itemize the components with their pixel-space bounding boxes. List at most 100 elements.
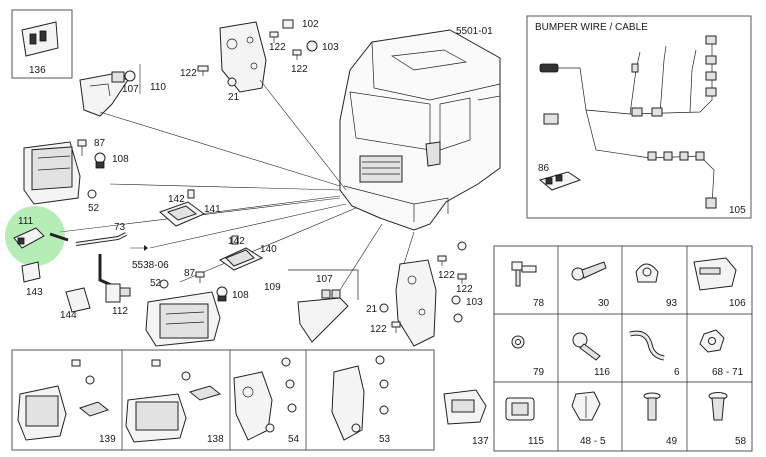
- screw-122-top: [269, 31, 279, 43]
- bulb-142-lower: [231, 235, 239, 245]
- corner-deflector-bracket: [219, 21, 267, 93]
- part-label-136: 136: [29, 65, 46, 76]
- part-label-52-right: 52: [150, 278, 162, 289]
- part-label-106: 106: [729, 298, 746, 309]
- cover-144: [65, 287, 91, 313]
- part-label-107-lower: 107: [316, 274, 333, 285]
- part-label-122-left: 122: [180, 68, 197, 79]
- corner-trim-110: [79, 70, 136, 117]
- wiring-harness: [539, 35, 717, 209]
- nut-68-71: [699, 329, 725, 353]
- part-label-54: 54: [288, 434, 300, 445]
- part-label-122-right-a: 122: [438, 270, 455, 281]
- connector-bracket-136: [21, 21, 59, 57]
- pump-112: [105, 283, 131, 303]
- clip-52-right: [159, 279, 169, 289]
- washer-pipe: [98, 254, 119, 290]
- screw-122-right-b: [457, 273, 467, 284]
- corner-lamp-109: [297, 289, 349, 343]
- part-label-108-right: 108: [232, 290, 249, 301]
- part-label-143: 143: [26, 287, 43, 298]
- part-label-103-top: 103: [322, 42, 339, 53]
- part-label-68-71: 68 - 71: [712, 367, 744, 378]
- part-label-109: 109: [264, 282, 281, 293]
- part-label-122-top: 122: [269, 42, 286, 53]
- bulb-108-left: [94, 152, 106, 169]
- screw-30: [571, 261, 607, 281]
- part-label-52-left: 52: [88, 203, 100, 214]
- push-clip-49: [643, 392, 661, 421]
- bracket-143: [21, 261, 41, 283]
- control-module-141: [159, 201, 205, 227]
- screw-122-right-a: [437, 255, 447, 266]
- part-label-102: 102: [302, 19, 319, 30]
- bottom-detail-frames: [11, 349, 435, 451]
- part-label-79: 79: [533, 367, 545, 378]
- hardware-grid: [493, 245, 753, 452]
- part-label-48-5: 48 - 5: [580, 436, 606, 447]
- screw-122-bottom: [391, 321, 401, 333]
- bumper-corner-panel: [395, 259, 437, 347]
- bolt-87-left: [77, 139, 87, 156]
- bolt-87-right: [195, 271, 205, 283]
- cable-tie-6: [629, 330, 665, 361]
- part-label-78: 78: [533, 298, 545, 309]
- part-label-87-right: 87: [184, 268, 196, 279]
- part-label-138: 138: [207, 434, 224, 445]
- part-label-21-right: 21: [366, 304, 378, 315]
- nut-103-right: [451, 295, 461, 305]
- part-label-122-right-b: 122: [456, 284, 473, 295]
- clamp-93: [635, 263, 659, 283]
- part-label-58: 58: [735, 436, 747, 447]
- part-label-115: 115: [528, 436, 544, 447]
- part-label-21-top: 21: [228, 92, 240, 103]
- switch-86: [538, 171, 582, 191]
- part-label-110: 110: [150, 82, 166, 93]
- part-label-107-upper: 107: [122, 84, 139, 95]
- bolt-78: [511, 261, 537, 287]
- arrow-5538-head: [144, 245, 148, 251]
- clip-48-5: [571, 391, 601, 421]
- part-label-103-right: 103: [466, 297, 483, 308]
- control-module-140: [219, 247, 264, 271]
- truck-cab: [339, 29, 501, 231]
- part-label-87-left: 87: [94, 138, 106, 149]
- clip-right-top: [457, 241, 467, 251]
- part-label-108-left: 108: [112, 154, 129, 165]
- inset-title: BUMPER WIRE / CABLE: [535, 22, 648, 33]
- clip-21-right: [379, 303, 389, 313]
- part-label-49: 49: [666, 436, 678, 447]
- part-label-73: 73: [114, 222, 126, 233]
- part-label-5538-06: 5538-06: [132, 260, 169, 271]
- push-clip-58: [708, 392, 728, 421]
- part-label-93: 93: [666, 298, 678, 309]
- bracket-106: [693, 257, 737, 291]
- clip-102: [282, 19, 294, 29]
- clip-52-left: [87, 189, 97, 199]
- headlamp-left: [23, 141, 81, 205]
- headlamp-assembly-139: [17, 359, 110, 441]
- cover-137: [443, 389, 487, 425]
- nozzle-111: [13, 227, 45, 249]
- bulb-142-upper: [187, 189, 195, 199]
- part-label-142-upper: 142: [168, 194, 185, 205]
- bulb-108-right: [216, 286, 228, 302]
- part-label-116: 116: [594, 367, 610, 378]
- part-label-6: 6: [674, 367, 680, 378]
- inset-bumper-wire: [526, 15, 752, 219]
- self-tapping-screw-116: [572, 332, 601, 361]
- diagram-code: 5501-01: [456, 26, 493, 37]
- washer-right: [453, 313, 463, 323]
- part-label-122-mid: 122: [291, 64, 308, 75]
- detail-box-136: [11, 9, 73, 79]
- part-label-112: 112: [112, 306, 128, 317]
- headlamp-right: [145, 291, 221, 347]
- part-label-144: 144: [60, 310, 77, 321]
- part-label-53: 53: [379, 434, 391, 445]
- callout-frame-109: [288, 269, 359, 300]
- part-label-140: 140: [260, 244, 277, 255]
- bracket-assembly-54: [233, 357, 297, 441]
- washer-79: [511, 335, 525, 349]
